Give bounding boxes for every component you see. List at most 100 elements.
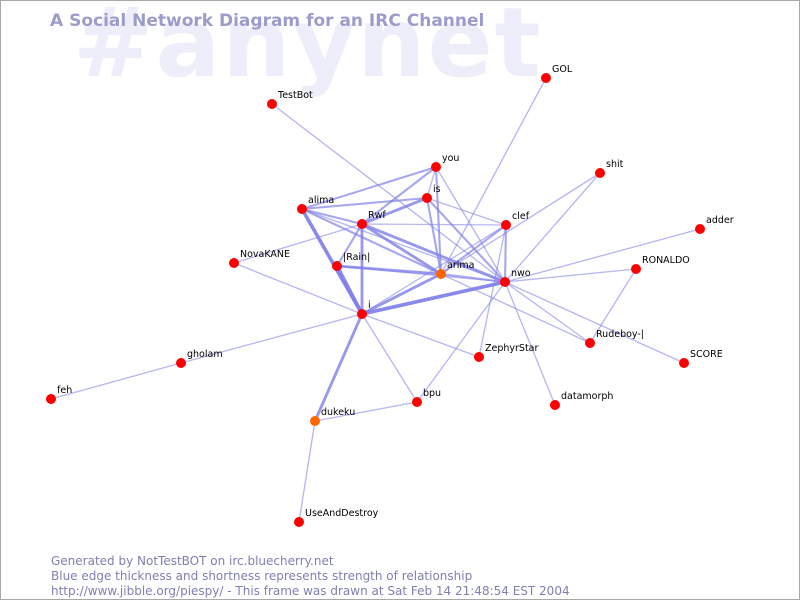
node-dot-zephyrstar[interactable] [474,352,484,362]
edge-i-novakane [233,262,363,315]
node-label-bpu: bpu [423,388,441,399]
node-dot-alima[interactable] [297,204,307,214]
node-label-feh: feh [57,385,72,396]
edge-is-clef [426,197,507,226]
edge-alima-nwo [301,208,506,283]
edge-is-nwo [425,196,507,284]
edge-alima-arima [300,207,443,276]
node-rain[interactable]: |Rain| [332,252,370,271]
edge-gol-arima [440,77,547,275]
node-label-ronaldo: RONALDO [642,255,690,266]
node-dot-dukeku[interactable] [310,416,320,426]
node-dot-i[interactable] [357,309,367,319]
node-score[interactable]: SCORE [679,349,723,368]
edge-rwf-novakane [233,223,363,264]
node-rwf[interactable]: Rwf [357,210,386,229]
edge-i-clef [361,224,507,315]
edge-rain-i [335,264,364,316]
node-bpu[interactable]: bpu [412,388,441,407]
node-arima[interactable]: arima [436,260,474,279]
node-is[interactable]: is [422,184,441,203]
edge-nwo-rudeboy [504,281,591,344]
node-label-adder: adder [706,215,734,226]
edge-testbot-nwo [271,103,506,283]
edge-rwf-rain [335,222,364,268]
node-rudeboy[interactable]: Rudeboy-| [585,329,644,348]
edge-rwf-nwo [360,222,507,284]
edge-is-rwf [360,196,429,226]
node-i[interactable]: i [357,300,371,319]
node-dukeku[interactable]: dukeku [310,407,355,426]
node-dot-rwf[interactable] [357,219,367,229]
node-dot-rudeboy[interactable] [585,338,595,348]
edge-gholam-feh [50,362,182,400]
node-label-dukeku: dukeku [321,407,355,418]
node-label-alima: alima [308,195,334,206]
node-label-is: is [433,184,441,195]
node-adder[interactable]: adder [695,215,734,234]
edge-alima-rwf [300,207,364,226]
node-dot-datamorph[interactable] [550,400,560,410]
edges-layer [50,77,701,523]
edge-you-is [426,166,437,199]
node-dot-rain[interactable] [332,261,342,271]
node-nwo[interactable]: nwo [500,268,531,287]
node-label-rudeboy: Rudeboy-| [596,329,644,340]
node-dot-useanddestroy[interactable] [294,517,304,527]
channel-watermark: #anynet [73,0,543,99]
edge-clef-zephyrstar [478,224,507,358]
node-label-zephyrstar: ZephyrStar [485,343,539,354]
node-dot-feh[interactable] [46,394,56,404]
node-dot-novakane[interactable] [229,258,239,268]
diagram-title: A Social Network Diagram for an IRC Chan… [50,11,485,31]
node-dot-is[interactable] [422,193,432,203]
node-label-rain: |Rain| [343,252,370,263]
node-shit[interactable]: shit [595,159,624,178]
node-label-testbot: TestBot [277,90,313,101]
node-label-score: SCORE [690,349,723,360]
node-dot-bpu[interactable] [412,397,422,407]
edge-i-dukeku [313,312,364,423]
node-clef[interactable]: clef [501,211,530,230]
node-label-novakane: NovaKANE [240,249,290,260]
footer: Generated by NotTestBOT on irc.bluecherr… [51,554,570,599]
edge-arima-clef [439,223,508,276]
node-zephyrstar[interactable]: ZephyrStar [474,343,539,362]
edge-you-rwf [360,165,438,226]
edge-dukeku-useanddestroy [298,420,316,523]
node-dot-testbot[interactable] [267,99,277,109]
node-dot-score[interactable] [679,358,689,368]
node-dot-adder[interactable] [695,224,705,234]
edge-nwo-score [504,281,685,364]
edge-adder-nwo [504,228,701,283]
node-label-arima: arima [447,260,474,271]
node-dot-nwo[interactable] [500,277,510,287]
node-feh[interactable]: feh [46,385,72,404]
footer-url-timestamp: http://www.jibble.org/piespy/ - This fra… [51,584,570,598]
node-alima[interactable]: alima [297,195,334,214]
node-ronaldo[interactable]: RONALDO [631,255,690,274]
node-gholam[interactable]: gholam [176,349,223,368]
edge-arima-i [360,272,443,316]
node-testbot[interactable]: TestBot [267,90,313,109]
node-dot-you[interactable] [431,162,441,172]
node-dot-ronaldo[interactable] [631,264,641,274]
node-label-datamorph: datamorph [561,391,613,402]
node-you[interactable]: you [431,153,459,172]
footer-legend-note: Blue edge thickness and shortness repres… [51,569,473,583]
edge-nwo-bpu [416,281,506,403]
node-dot-arima[interactable] [436,269,446,279]
edge-i-bpu [361,313,418,403]
node-novakane[interactable]: NovaKANE [229,249,290,268]
edge-rwf-clef [361,223,507,226]
node-gol[interactable]: GOL [541,64,573,83]
node-dot-shit[interactable] [595,168,605,178]
node-dot-gholam[interactable] [176,358,186,368]
edge-i-zephyrstar [361,313,480,358]
node-dot-clef[interactable] [501,220,511,230]
node-dot-gol[interactable] [541,73,551,83]
node-datamorph[interactable]: datamorph [550,391,613,410]
node-useanddestroy[interactable]: UseAndDestroy [294,508,379,527]
